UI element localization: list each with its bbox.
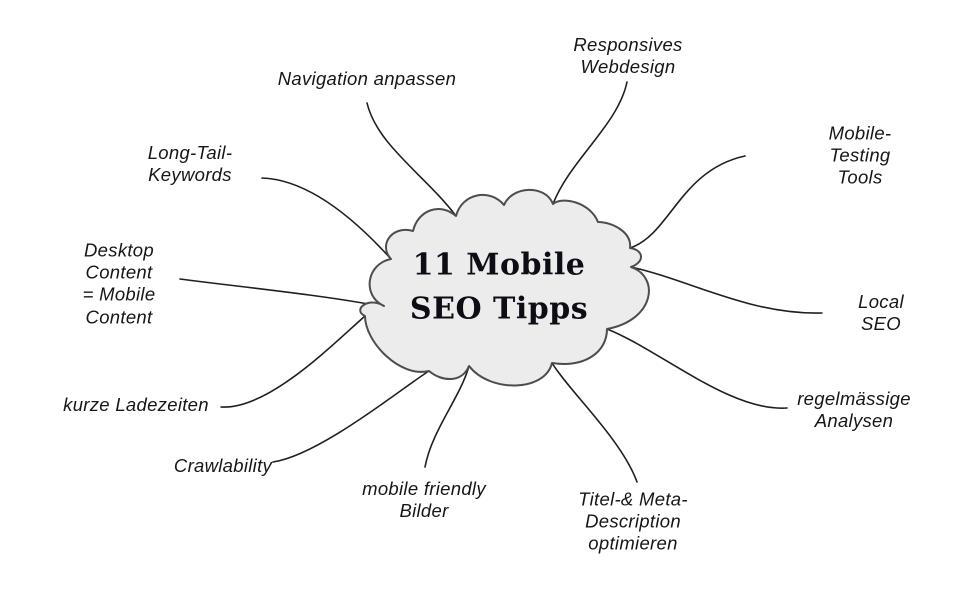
connector-mobile-friendly-bilder xyxy=(424,365,470,468)
node-label-regelmaessige-analysen: regelmässige Analysen xyxy=(797,387,911,431)
connector-regelmaessige-analysen xyxy=(606,328,788,409)
connector-crawlability xyxy=(272,370,430,463)
connector-local-seo xyxy=(630,266,823,314)
node-label-desktop-content: Desktop Content = Mobile Content xyxy=(82,239,156,328)
cloud-shape xyxy=(359,188,650,387)
cloud-title-line1: 11 Mobile xyxy=(412,247,586,283)
connector-titel-meta-description xyxy=(551,362,638,483)
connector-navigation-anpassen xyxy=(366,102,457,217)
node-label-long-tail-keywords: Long-Tail- Keywords xyxy=(147,141,233,185)
node-label-local-seo: Local SEO xyxy=(858,290,904,334)
connector-desktop-content xyxy=(179,278,385,308)
cloud-title: 11 Mobile SEO Tipps xyxy=(410,244,588,331)
node-label-mobile-friendly-bilder: mobile friendly Bilder xyxy=(362,477,486,521)
node-label-titel-meta-description: Titel-& Meta- Description optimieren xyxy=(578,488,688,555)
connector-responsives-webdesign xyxy=(552,81,628,205)
cloud-title-line2: SEO Tipps xyxy=(409,291,589,326)
connector-mobile-testing-tools xyxy=(629,155,746,249)
connector-kurze-ladezeiten xyxy=(220,315,366,408)
connector-long-tail-keywords xyxy=(261,177,392,260)
node-label-responsives-webdesign: Responsives Webdesign xyxy=(573,33,683,77)
node-label-kurze-ladezeiten: kurze Ladezeiten xyxy=(63,393,209,415)
node-label-navigation-anpassen: Navigation anpassen xyxy=(277,67,457,89)
node-label-mobile-testing-tools: Mobile-Testing Tools xyxy=(828,122,892,189)
node-label-crawlability: Crawlability xyxy=(173,454,273,476)
